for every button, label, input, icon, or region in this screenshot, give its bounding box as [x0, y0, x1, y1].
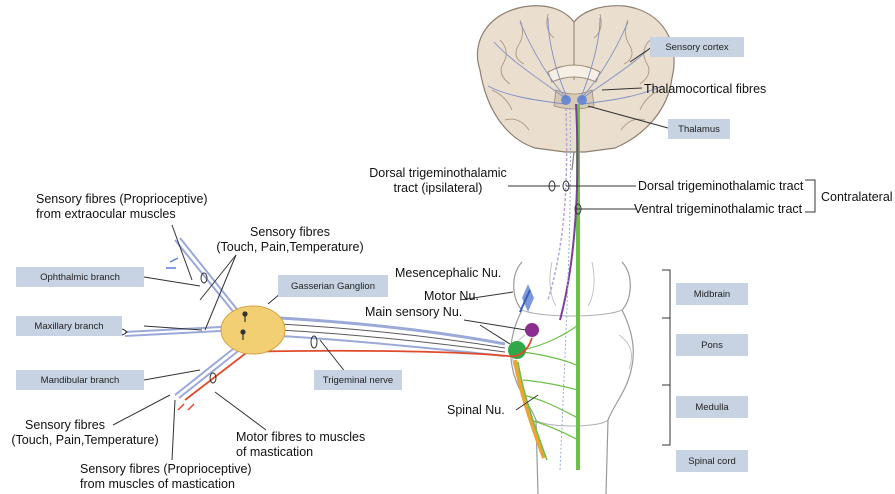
ophthalmic-branch-label: Ophthalmic branch	[40, 272, 120, 283]
mandibular-branch-box: Mandibular branch	[16, 370, 144, 390]
mandibular-branch-label: Mandibular branch	[41, 375, 120, 386]
maxillary-branch-label: Maxillary branch	[34, 321, 103, 332]
gasserian-ganglion-label: Gasserian Ganglion	[291, 281, 375, 292]
thalamus-box: Thalamus	[668, 119, 730, 139]
medulla-label: Medulla	[695, 402, 729, 413]
sensory-touch-bottom-line2: (Touch, Pain,Temperature)	[11, 433, 158, 447]
sensory-cortex-label: Sensory cortex	[665, 42, 729, 53]
pons-box: Pons	[676, 334, 748, 356]
sensory-proprio-eye-line1: Sensory fibres (Proprioceptive)	[36, 192, 208, 206]
sensory-proprio-eye-line2: from extraocular muscles	[36, 207, 176, 221]
dorsal-tract-label: Dorsal trigeminothalamic tract	[638, 179, 804, 193]
contralateral-label: Contralateral	[821, 190, 893, 204]
dorsal-ipsilateral-label-line1: Dorsal trigeminothalamic	[369, 166, 507, 180]
spinal-cord-label: Spinal cord	[688, 456, 736, 467]
motor-fibres-line2: of mastication	[236, 445, 313, 459]
midbrain-label: Midbrain	[694, 289, 730, 300]
pons-label: Pons	[701, 340, 723, 351]
sensory-touch-top-line2: (Touch, Pain,Temperature)	[216, 240, 363, 254]
midbrain-box: Midbrain	[676, 283, 748, 305]
dorsal-ipsilateral-label-line2: tract (ipsilateral)	[394, 181, 483, 195]
trigeminal-nerve-box: Trigeminal nerve	[314, 370, 402, 390]
main-sensory-nu-label: Main sensory Nu.	[365, 305, 462, 319]
spinal-cord-box: Spinal cord	[676, 450, 748, 472]
motor-nu-label: Motor Nu.	[424, 289, 479, 303]
gasserian-ganglion-box: Gasserian Ganglion	[278, 275, 388, 297]
sensory-touch-top-line1: Sensory fibres	[250, 225, 330, 239]
motor-fibres-line1: Motor fibres to muscles	[236, 430, 365, 444]
thalamus-label: Thalamus	[678, 124, 720, 135]
gasserian-ganglion-shape	[221, 306, 285, 354]
medulla-box: Medulla	[676, 396, 748, 418]
maxillary-branch-box: Maxillary branch	[16, 316, 122, 336]
sensory-cortex-box: Sensory cortex	[650, 37, 744, 57]
spinal-nu-label: Spinal Nu.	[447, 403, 505, 417]
ophthalmic-branch-box: Ophthalmic branch	[16, 267, 144, 287]
sensory-proprio-mast-line1: Sensory fibres (Proprioceptive)	[80, 462, 252, 476]
ventral-tract-label: Ventral trigeminothalamic tract	[634, 202, 803, 216]
thalamocortical-fibres-label: Thalamocortical fibres	[644, 82, 766, 96]
sensory-touch-bottom-line1: Sensory fibres	[25, 418, 105, 432]
mesencephalic-nu-label: Mesencephalic Nu.	[395, 266, 501, 280]
trigeminal-nerve-label: Trigeminal nerve	[323, 375, 393, 386]
sensory-proprio-mast-line2: from muscles of mastication	[80, 477, 235, 491]
